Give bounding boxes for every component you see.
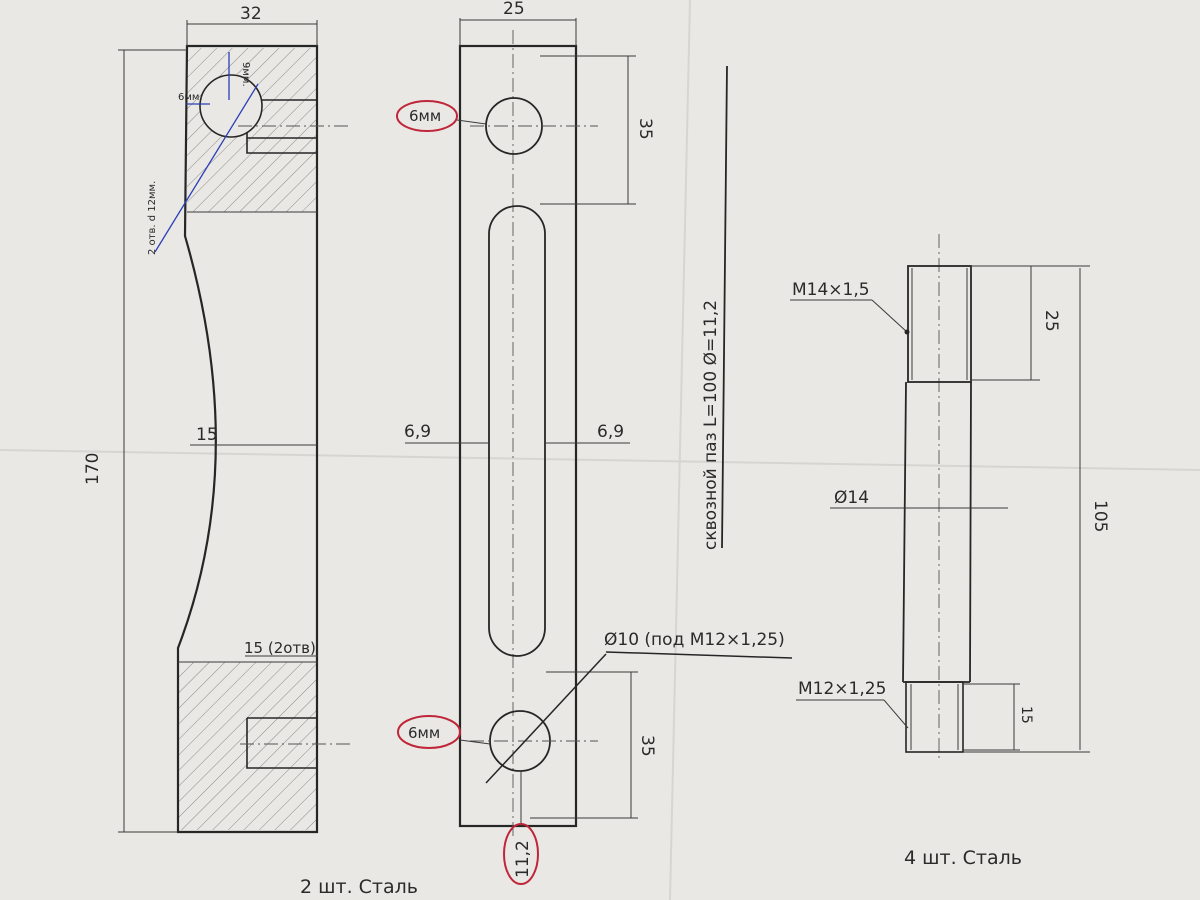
bottom-value-label: 11,2 <box>513 840 533 878</box>
note-9mm: 9мм. <box>240 62 251 87</box>
bottom-thread-label: М12×1,25 <box>798 679 886 699</box>
top-35-dim: 35 <box>635 118 655 140</box>
top-thread-length-dim: 25 <box>1041 310 1061 332</box>
left-edge-dim: 6,9 <box>404 422 431 442</box>
note-underline <box>721 65 728 549</box>
top-cross-hole <box>199 74 263 138</box>
front-width-dim: 25 <box>503 0 525 19</box>
shaft-diameter-dim: Ø14 <box>834 488 869 508</box>
stud-drawing: М14×1,5 25 Ø14 105 М12×1,25 15 <box>790 234 1110 762</box>
top-thread <box>907 265 972 383</box>
right-edge-dim: 6,9 <box>597 422 624 442</box>
side-view: 32 170 15 15 (2отв) 9мм. 6мм. 2 отв. d 1… <box>83 4 352 834</box>
part4-caption: 4 шт. Сталь <box>904 847 1022 869</box>
part2-caption: 2 шт. Сталь <box>300 876 418 898</box>
bottom-value-circle <box>503 823 539 885</box>
top-hole-label-circle <box>396 100 458 132</box>
waist-dim: 15 <box>196 425 218 445</box>
shaft <box>902 381 972 683</box>
hole-depth-dim: 15 (2отв) <box>244 639 316 657</box>
through-slot <box>488 205 546 657</box>
top-section-hatch <box>187 48 317 212</box>
bottom-threaded-bore <box>246 717 318 769</box>
front-view: 25 35 35 6,9 6,9 Ø10 (под М12×1,25) 6мм … <box>396 0 793 885</box>
bottom-hole-label-circle <box>397 715 461 749</box>
bottom-section-hatch <box>178 662 318 830</box>
note-hole-d12: 2 отв. d 12мм. <box>147 181 158 255</box>
slot-note: сквозной паз L=100 Ø=11,2 <box>701 300 721 550</box>
side-width-dim: 32 <box>240 4 262 24</box>
top-thread-label: М14×1,5 <box>792 280 870 300</box>
bottom-thread-length-dim: 15 <box>1018 706 1034 724</box>
total-length-dim: 105 <box>1090 500 1110 532</box>
side-height-dim: 170 <box>83 453 103 485</box>
bottom-35-dim: 35 <box>637 735 657 757</box>
note-6mm: 6мм. <box>178 92 203 103</box>
blue-annotations: 9мм. 6мм. 2 отв. d 12мм. <box>147 52 259 255</box>
top-hole-label: 6мм <box>409 107 441 125</box>
hole-callout: Ø10 (под М12×1,25) <box>604 630 785 650</box>
front-view-outline <box>458 44 578 828</box>
bottom-thread <box>905 681 964 753</box>
top-threaded-bore <box>246 99 318 154</box>
bottom-hole-label: 6мм <box>408 724 440 742</box>
side-view-outline <box>176 44 319 834</box>
